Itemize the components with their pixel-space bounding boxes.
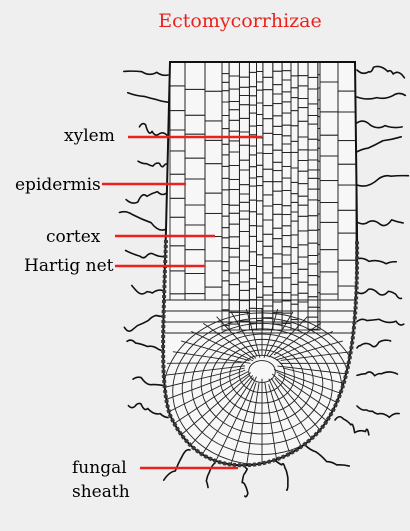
diagram-title: Ectomycorrhizae bbox=[0, 9, 410, 33]
label-fungal: fungal bbox=[72, 458, 127, 478]
label-epidermis: epidermis bbox=[15, 175, 101, 195]
label-cortex: cortex bbox=[46, 227, 100, 247]
label-hartig-net: Hartig net bbox=[24, 256, 113, 276]
label-sheath: sheath bbox=[72, 482, 130, 502]
label-xylem: xylem bbox=[64, 126, 115, 146]
